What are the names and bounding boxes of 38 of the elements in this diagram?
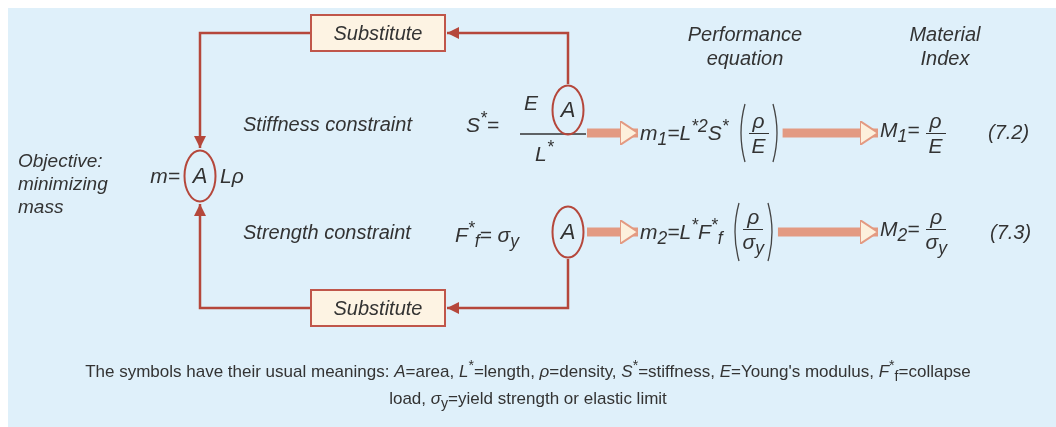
row-label: Stiffness constraint: [243, 112, 412, 136]
fraction-denominator: E: [751, 133, 766, 158]
fraction-numerator: ρ: [748, 108, 769, 134]
equation-text: E: [524, 90, 538, 116]
footnote: The symbols have their usual meanings: A=area, L$^{*}$=length, ρ=density, S$^{*}$=stiffness, E=Young's modulus, F$^{*}$$_{f}$=collapse load, σ$_{y}$=yield strength or elastic limit: [84, 356, 972, 413]
equation-text: m=: [150, 163, 180, 189]
block-arrow: [587, 219, 639, 245]
process-box: Substitute: [310, 289, 446, 327]
equation-text: S$^{*}$=: [466, 108, 500, 138]
circled-letter: A: [551, 205, 585, 259]
process-box: Substitute: [310, 14, 446, 52]
fraction-denominator: σ$_{y}$: [925, 229, 947, 260]
row-label: Strength constraint: [243, 220, 411, 244]
block-arrow: [587, 120, 639, 146]
equation-text: m$_{1}$=L$^{*2}$S$^{*}$: [640, 115, 729, 151]
block-arrow: [777, 219, 879, 245]
block-arrow: [782, 120, 879, 146]
arrow: [447, 259, 570, 314]
arrow: [194, 31, 310, 148]
equation-number: (7.2): [988, 120, 1030, 144]
column-heading: Performance equation: [686, 22, 804, 70]
fraction-denominator: E: [928, 133, 943, 158]
circled-letter: A: [551, 84, 585, 136]
arrow: [447, 27, 570, 84]
fraction-numerator: ρ: [925, 108, 946, 134]
equation-number: (7.3): [990, 220, 1032, 244]
equation-text: M$_{2}$=: [880, 217, 920, 247]
column-heading: Material Index: [908, 22, 982, 70]
arrow: [194, 204, 310, 310]
equation-text: F$^{*}$$_{f}$= σ$_{y}$: [455, 218, 520, 253]
equation-text: L$^{*}$: [535, 137, 554, 167]
fraction-denominator: σ$_{y}$: [742, 229, 764, 260]
fraction-numerator: ρ: [926, 204, 947, 230]
equation-text: M$_{1}$=: [880, 118, 920, 148]
objective-label: Objective: minimizing mass: [18, 150, 109, 219]
circled-letter: A: [183, 149, 217, 203]
equation-text: Lρ: [220, 163, 244, 189]
fraction-numerator: ρ: [743, 204, 764, 230]
